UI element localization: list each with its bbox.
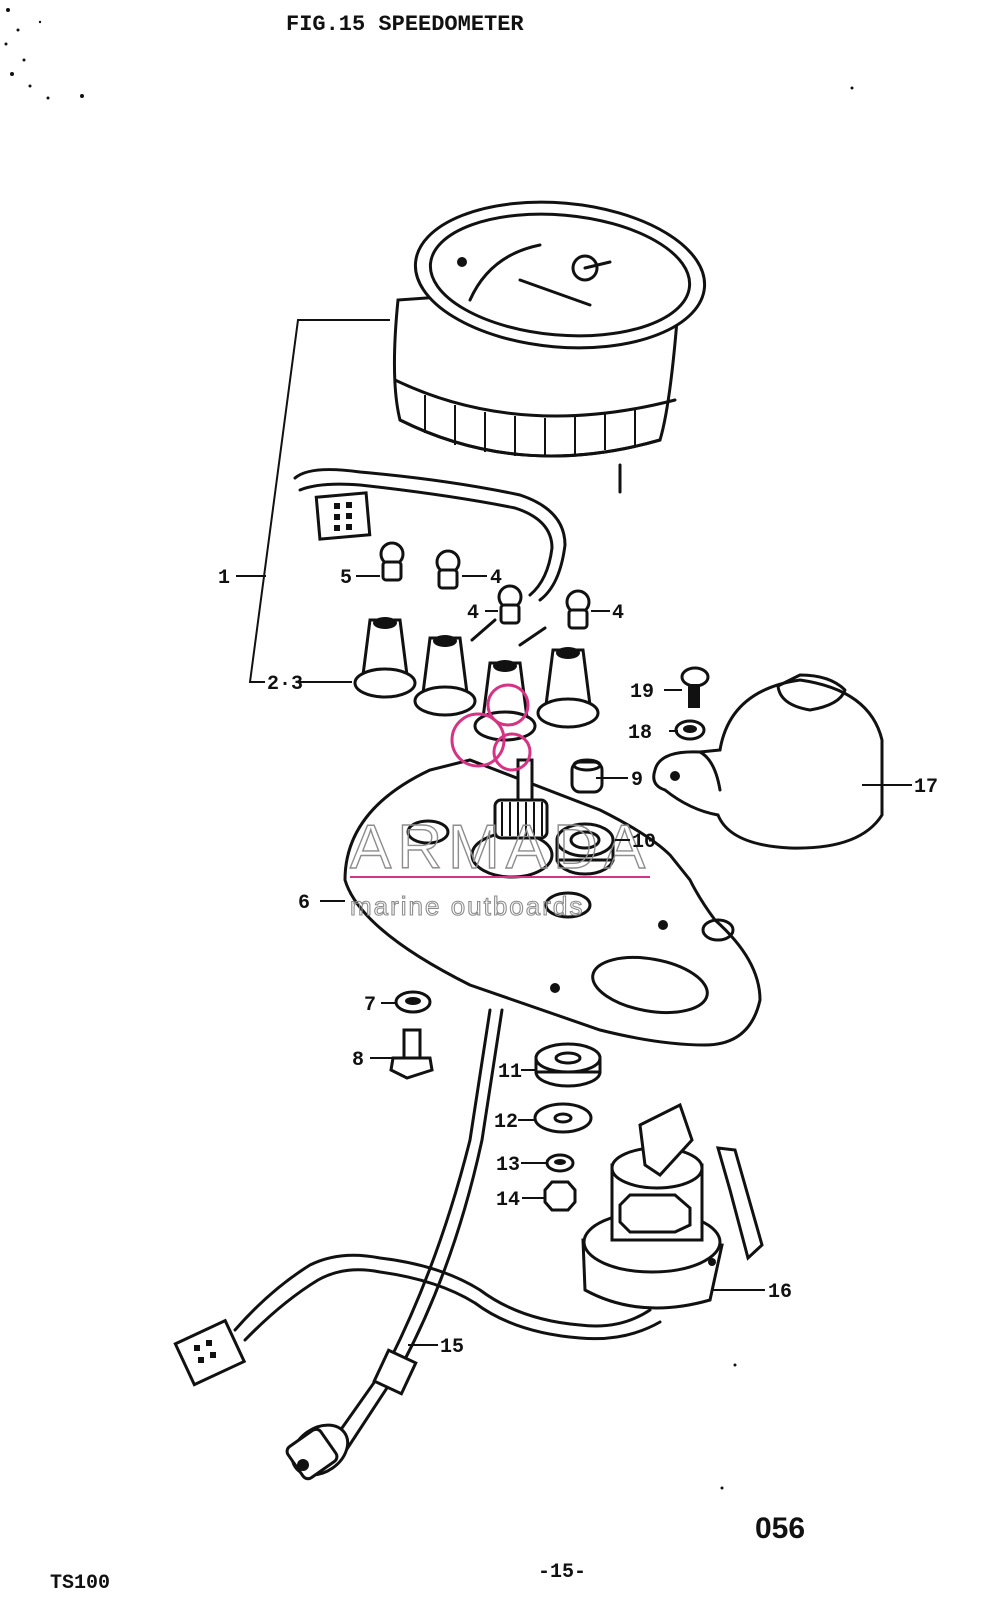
callout-14: 14 [496, 1189, 520, 1212]
callout-leaders [236, 319, 912, 1346]
bolt-8 [389, 1028, 434, 1080]
spacer-11 [534, 1042, 602, 1088]
page-number: -15- [538, 1561, 586, 1584]
callout-13: 13 [496, 1154, 520, 1177]
bulb-sockets [353, 617, 600, 742]
washer-18 [674, 719, 706, 741]
indicator-bulbs [379, 541, 591, 630]
callout-6: 6 [298, 892, 310, 915]
callout-12: 12 [494, 1111, 518, 1134]
page-code: 056 [755, 1512, 805, 1545]
speedometer-housing [392, 200, 707, 494]
scan-speckles [4, 8, 854, 1490]
callout-10: 10 [632, 831, 656, 854]
callout-2-3: 2·3 [267, 673, 303, 696]
grommet-9 [570, 758, 604, 794]
callout-1: 1 [218, 567, 230, 590]
speedometer-cable-15 [285, 1008, 504, 1481]
callout-5: 5 [340, 567, 352, 590]
speedometer-drive-gear [493, 758, 549, 840]
callout-4c: 4 [612, 602, 624, 625]
callout-4b: 4 [467, 602, 479, 625]
washer-12 [533, 1102, 593, 1134]
callout-19: 19 [630, 681, 654, 704]
callout-4a: 4 [490, 567, 502, 590]
callout-9: 9 [631, 769, 643, 792]
callout-16: 16 [768, 1281, 792, 1304]
callout-8: 8 [352, 1049, 364, 1072]
figure-title: FIG.15 SPEEDOMETER [286, 12, 524, 37]
model-code: TS100 [50, 1572, 110, 1595]
callout-11: 11 [498, 1061, 522, 1084]
washer-13 [545, 1153, 575, 1173]
watermark-tagline: marine outboards [350, 891, 584, 921]
ignition-switch-16 [581, 1102, 764, 1310]
callout-15: 15 [440, 1336, 464, 1359]
callout-17: 17 [914, 776, 938, 799]
washer-7 [394, 990, 432, 1014]
watermark-logo [350, 683, 650, 878]
switch-cover-17 [652, 673, 884, 850]
switch-wiring-harness [173, 1253, 662, 1387]
callout-7: 7 [364, 994, 376, 1017]
screw-19 [680, 666, 710, 708]
watermark-brand: ARMADA [350, 813, 651, 882]
instrument-wiring-harness [293, 468, 567, 602]
nut-14 [543, 1180, 577, 1212]
bushing-10 [555, 822, 615, 876]
callout-18: 18 [628, 722, 652, 745]
